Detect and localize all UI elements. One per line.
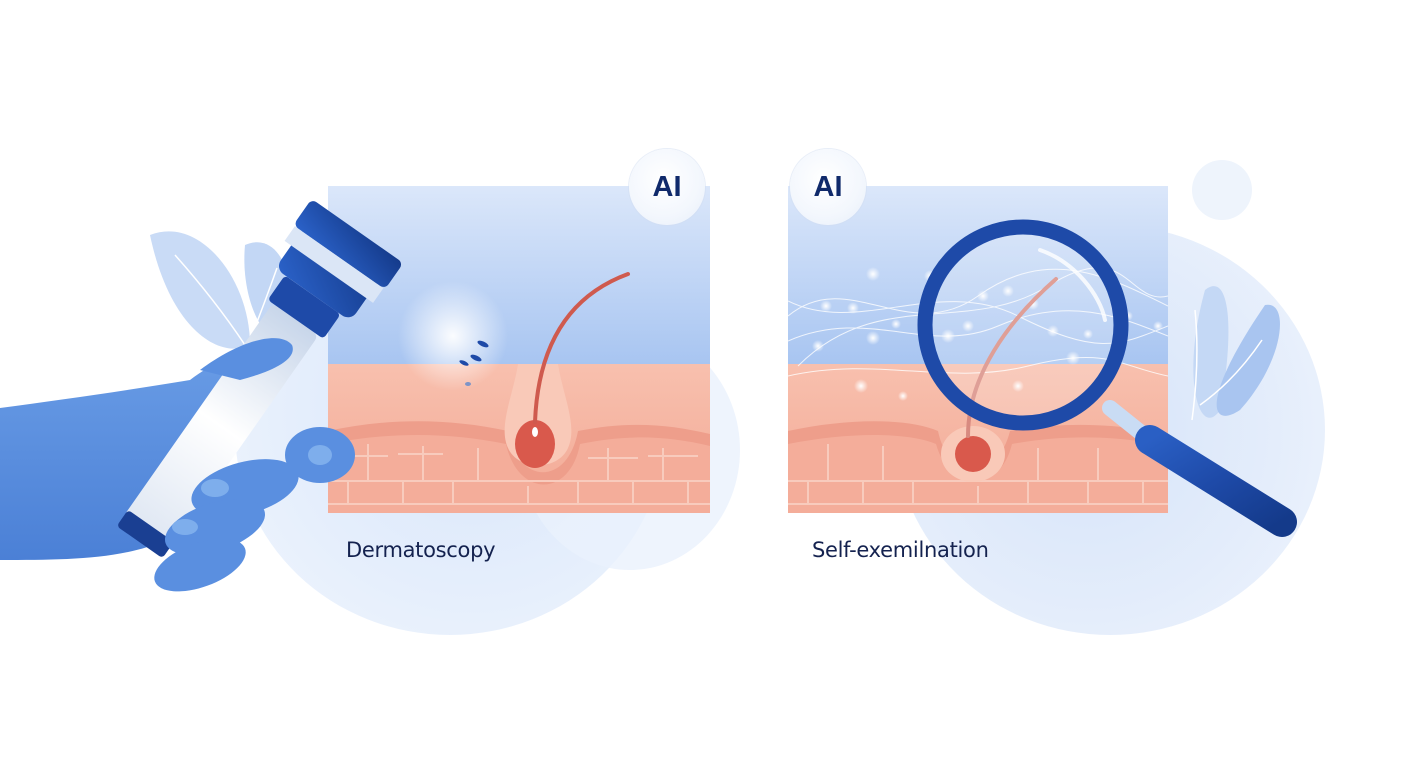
background-circle-small bbox=[1192, 160, 1252, 220]
skin-cross-section-right bbox=[788, 186, 1168, 513]
ai-badge-right: AI bbox=[790, 149, 866, 225]
self-examination-panel bbox=[788, 186, 1168, 513]
dermatoscopy-caption: Dermatoscopy bbox=[346, 538, 496, 562]
skin-cross-section-left bbox=[328, 186, 710, 513]
ai-badge-left: AI bbox=[629, 149, 705, 225]
self-examination-caption: Self-exemilnation bbox=[812, 538, 989, 562]
dermatoscopy-panel bbox=[328, 186, 710, 513]
